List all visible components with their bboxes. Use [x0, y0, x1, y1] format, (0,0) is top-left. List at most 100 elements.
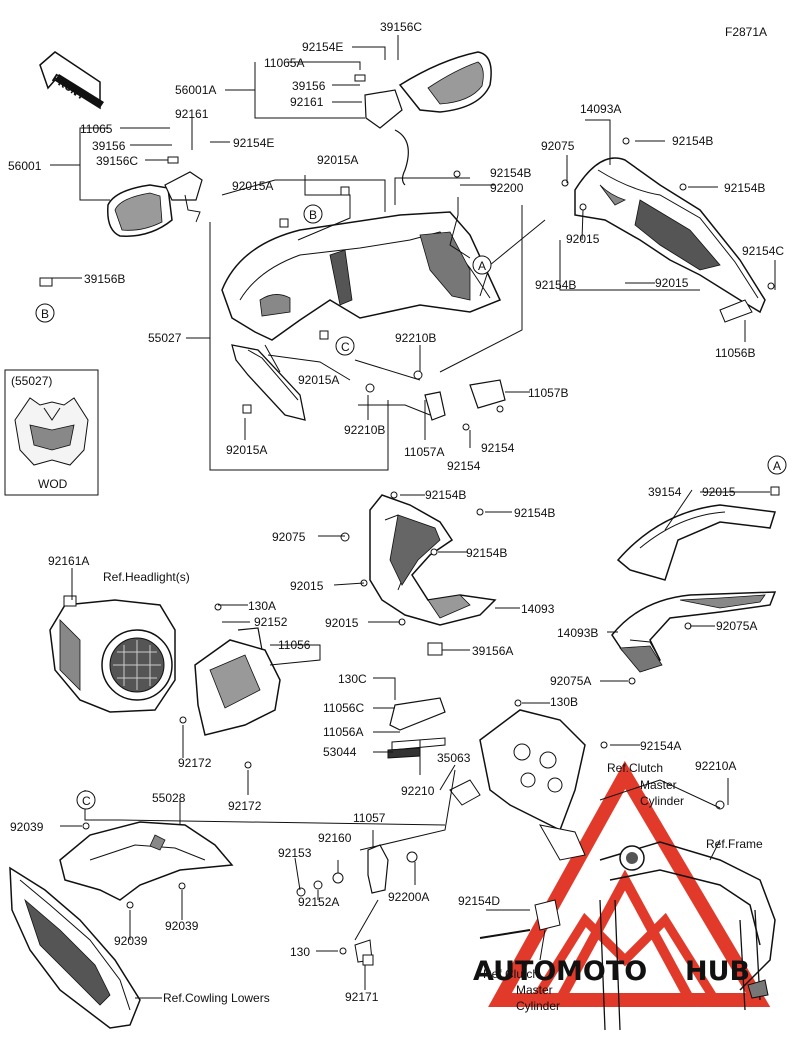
part-label: 39156C [380, 20, 422, 34]
marker-c-circle [335, 336, 355, 356]
part-label: 92210A [695, 759, 736, 773]
wod-inset [4, 369, 99, 496]
part-label: 92154 [447, 459, 481, 473]
marker-c-letter: C [341, 340, 350, 354]
part-label: 92075A [550, 674, 591, 688]
part-label: 56001A [175, 83, 216, 97]
part-label: 92154B [535, 278, 576, 292]
headlight-unit [49, 595, 176, 713]
part-label: 39156C [96, 154, 138, 168]
mirror-right [364, 51, 492, 186]
part-label: 14093A [580, 102, 621, 116]
part-label: 92154B [425, 488, 466, 502]
part-label: 92210B [344, 423, 385, 437]
part-label: 92015A [232, 179, 273, 193]
part-label: 92161 [175, 107, 209, 121]
marker-b-letter: B [309, 208, 317, 222]
part-label: Master [640, 778, 677, 792]
part-label: 92200 [490, 181, 524, 195]
callout-markers [35, 204, 787, 810]
frame-section [479, 841, 776, 1031]
part-label: Cylinder [516, 999, 560, 1013]
side-cowl-right-upper [574, 157, 766, 323]
part-label: 39156B [84, 272, 125, 286]
part-label: 92154 [481, 441, 515, 455]
part-label: 92172 [228, 799, 262, 813]
part-label: Ref.Clutch [483, 967, 539, 981]
bracket-11057 [354, 844, 389, 963]
labels: F2871A (55027) WOD 92154E 39156C 11065A … [8, 20, 784, 1013]
watermark-logo: AUTO MOTO HUB [473, 760, 771, 1007]
figure-code: F2871A [725, 25, 767, 39]
part-label: 92200A [388, 890, 429, 904]
part-label: 92075 [541, 139, 575, 153]
part-label: 55027 [148, 331, 182, 345]
part-label: 92015A [298, 373, 339, 387]
part-label: 92210 [401, 784, 435, 798]
part-label: 11056B [715, 346, 755, 360]
leader-lines [50, 35, 776, 999]
marker-c2-circle [76, 790, 96, 810]
mirror-left [107, 171, 203, 237]
part-label: 92015 [655, 276, 689, 290]
part-label: Ref.Cowling Lowers [163, 991, 270, 1005]
side-cowl-center [369, 494, 497, 626]
part-label: 130C [338, 672, 367, 686]
marker-b2-letter: B [41, 307, 49, 321]
part-label: 35063 [437, 751, 471, 765]
part-label: 92154B [490, 166, 531, 180]
bracket-11056c [387, 697, 446, 759]
part-label: 92015 [566, 232, 600, 246]
callout-marker-letters: B A C B A C [41, 208, 781, 808]
part-label: 92171 [345, 990, 379, 1004]
part-label: 92015A [317, 153, 358, 167]
part-label: Ref.Clutch [607, 761, 663, 775]
part-label: 92161A [48, 554, 89, 568]
part-label: 11056C [323, 701, 364, 715]
part-label: 39156 [92, 139, 126, 153]
marker-c2-letter: C [82, 794, 91, 808]
part-label: 92154B [466, 546, 507, 560]
wod-caption: WOD [38, 477, 68, 491]
part-label: 11057B [528, 386, 568, 400]
part-label: Cylinder [640, 794, 684, 808]
part-label: Master [516, 983, 553, 997]
side-cowl-right-lower [611, 591, 777, 673]
cowling-lower-left [9, 866, 141, 1029]
part-label: 11065 [80, 122, 113, 136]
part-label: 39154 [648, 485, 682, 499]
marker-a-circle [472, 255, 492, 275]
part-label: 92172 [178, 756, 212, 770]
part-label: 14093 [521, 602, 555, 616]
marker-a-letter: A [478, 259, 486, 273]
part-label: 39156A [472, 644, 513, 658]
part-label: 92015 [702, 485, 736, 499]
part-label: 130 [290, 945, 310, 959]
part-label: 130A [248, 599, 276, 613]
part-label: 92015 [290, 579, 324, 593]
part-label: 92160 [318, 831, 352, 845]
part-label: 92152 [254, 615, 288, 629]
part-label: 92075A [716, 619, 757, 633]
marker-a2-circle [767, 455, 787, 475]
part-label: 92039 [10, 820, 44, 834]
upper-cowl [221, 211, 502, 421]
meter-stay-35063 [449, 709, 586, 861]
marker-b-circle [303, 204, 323, 224]
part-label: 92154E [233, 136, 274, 150]
part-label: 11056A [323, 725, 363, 739]
marker-b2-circle [35, 303, 55, 323]
part-label: 92039 [165, 919, 199, 933]
part-label: 92161 [290, 95, 324, 109]
bracket-11057b [365, 370, 506, 421]
part-label: 130B [550, 695, 578, 709]
part-label: 92153 [278, 846, 312, 860]
watermark-text-moto: MOTO [556, 956, 647, 987]
part-label: 92154D [458, 894, 500, 908]
part-label: 92154B [514, 506, 555, 520]
part-label: 55028 [152, 791, 186, 805]
part-label: 92154C [742, 244, 784, 258]
part-label: 14093B [557, 626, 598, 640]
